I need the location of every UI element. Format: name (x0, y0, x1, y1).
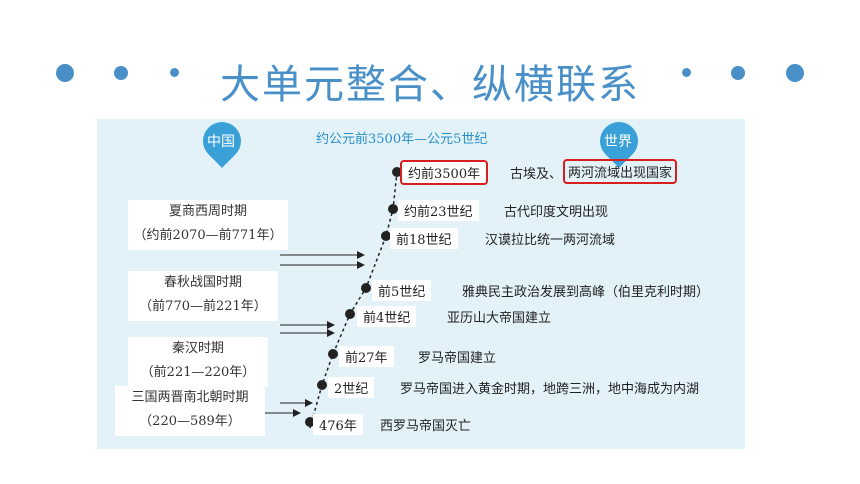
timeline-header: 约公元前3500年—公元5世纪 (316, 132, 488, 147)
decor-dot (170, 68, 179, 77)
period-box: 秦汉时期 （前221—220年） (128, 337, 268, 387)
period-range: （220—589年） (139, 414, 241, 429)
period-range: （约前2070—前771年） (133, 228, 283, 243)
china-label: 中国 (207, 134, 235, 150)
event-date: 前27年 (339, 346, 394, 367)
period-box: 夏商西周时期 （约前2070—前771年） (128, 200, 288, 250)
event-date: 约前3500年 (400, 160, 489, 185)
event-date: 前4世纪 (357, 306, 417, 327)
period-box: 三国两晋南北朝时期 （220—589年） (115, 386, 265, 436)
period-name: 夏商西周时期 (168, 204, 247, 219)
event-date: 前5世纪 (372, 280, 432, 301)
event-date: 2世纪 (328, 377, 375, 398)
decor-dot (731, 66, 745, 80)
event-date: 前18世纪 (390, 228, 458, 249)
period-range: （前770—前221年） (139, 299, 267, 314)
event-date: 约前23世纪 (398, 200, 479, 221)
period-range: （前221—220年） (140, 365, 256, 380)
period-name: 秦汉时期 (171, 341, 224, 356)
event-text: 古代印度文明出现 (504, 205, 609, 220)
event-text: 汉谟拉比统一两河流域 (485, 233, 616, 248)
event-text-highlight: 两河流域出现国家 (563, 159, 678, 184)
decor-dot (786, 64, 804, 82)
event-text: 西罗马帝国灭亡 (380, 419, 472, 434)
event-text: 亚历山大帝国建立 (447, 311, 552, 326)
event-text: 雅典民主政治发展到高峰（伯里克利时期） (462, 285, 710, 300)
event-text: 古埃及、 (510, 167, 563, 182)
decor-dot (56, 64, 74, 82)
world-label: 世界 (604, 134, 632, 150)
event-text: 罗马帝国进入黄金时期，地跨三洲，地中海成为内湖 (400, 382, 700, 397)
event-date: 476年 (313, 414, 363, 435)
event-text: 罗马帝国建立 (418, 351, 497, 366)
period-name: 三国两晋南北朝时期 (131, 390, 249, 405)
decor-dot (114, 66, 128, 80)
period-name: 春秋战国时期 (163, 275, 242, 290)
page-title: 大单元整合、纵横联系 (220, 62, 640, 108)
decor-dot (682, 68, 691, 77)
period-box: 春秋战国时期 （前770—前221年） (128, 271, 278, 321)
